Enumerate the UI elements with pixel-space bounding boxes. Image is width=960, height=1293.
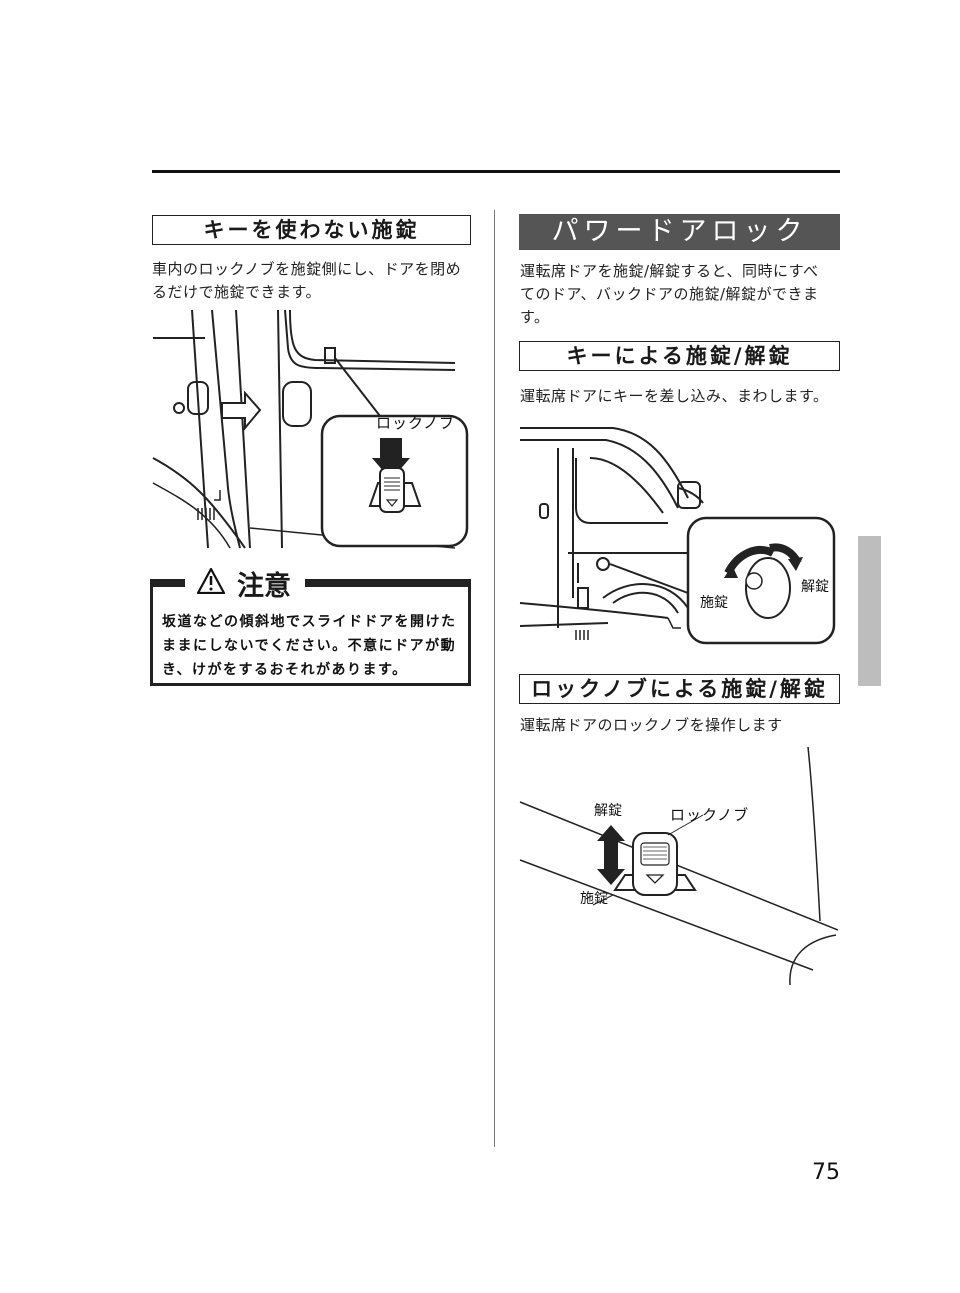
column-divider — [494, 210, 495, 1147]
knob-lock-label: 施錠 — [580, 891, 608, 907]
power-door-lock-description: 運転席ドアを施錠/解錠すると、同時にすべ てのドア、バックドアの施錠/解錠ができ… — [520, 262, 819, 326]
subsection-title-key-lock: キーによる施錠/解錠 — [519, 341, 840, 371]
caution-header: 注意 — [185, 562, 305, 602]
warning-icon — [197, 568, 225, 594]
subsection-title-knob-lock: ロックノブによる施錠/解錠 — [519, 674, 840, 704]
caution-text: 坂道などの傾斜地でスライドドアを開けた ままにしないでください。不意にドアが動 … — [162, 614, 457, 678]
caution-bar — [150, 579, 471, 587]
caution-title: 注意 — [237, 571, 291, 602]
door-lock-figure — [152, 309, 469, 549]
key-lock-description: 運転席ドアにキーを差し込み、まわします。 — [520, 387, 829, 405]
top-rule — [152, 170, 840, 173]
section-title-keyless-lock: キーを使わない施錠 — [152, 215, 471, 245]
section-title-power-door-lock: パワードアロック — [519, 214, 840, 250]
key-lock-figure — [519, 427, 836, 645]
knob-figure-label: ロックノブ — [670, 806, 750, 824]
chapter-tab — [858, 536, 881, 686]
keyless-lock-description: 車内のロックノブを施錠側にし、ドアを閉め るだけで施錠できます。 — [152, 260, 462, 301]
lock-knob-figure — [519, 746, 838, 986]
knob-unlock-label: 解錠 — [594, 803, 622, 819]
lock-knob-label: ロックノブ — [376, 414, 456, 432]
key-unlock-label: 解錠 — [801, 579, 829, 595]
key-lock-label: 施錠 — [700, 595, 728, 611]
knob-lock-description: 運転席ドアのロックノブを操作します — [520, 716, 783, 734]
page-number: 75 — [812, 1160, 840, 1185]
